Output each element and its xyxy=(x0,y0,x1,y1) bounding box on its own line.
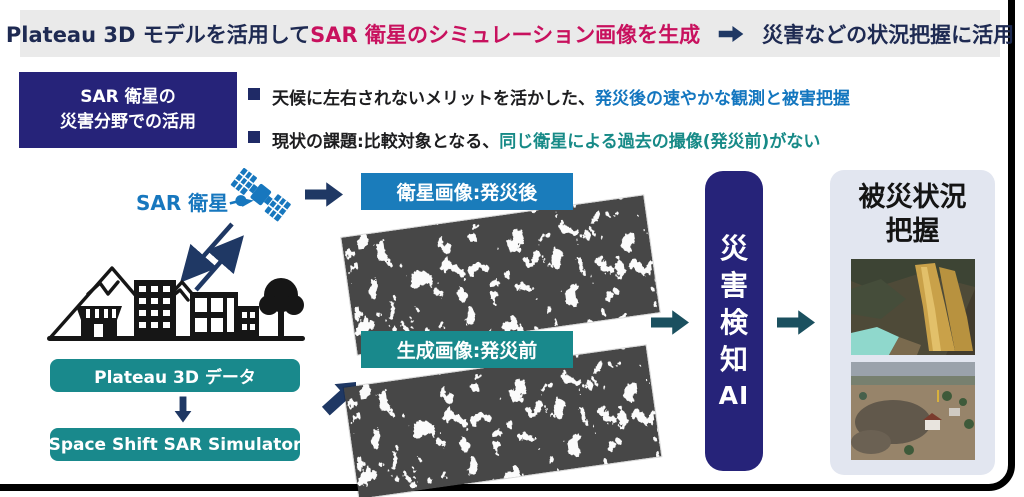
satellite-image-label: 衛星画像:発災後 xyxy=(361,173,573,210)
title-banner: Plateau 3D モデルを活用して SAR 衛星のシミュレーション画像を生成… xyxy=(6,10,1014,57)
right-arrow-icon xyxy=(305,182,343,207)
flood-photo xyxy=(851,362,975,460)
bullet-issue: 現状の課題:比較対象となる、同じ衛星による過去の撮像(発災前)がない xyxy=(248,127,820,152)
bullet-merit-text: 天候に左右されないメリットを活かした、発災後の速やかな観測と被害把握 xyxy=(272,89,850,109)
ai-char: 災 xyxy=(719,231,748,265)
bullet-issue-text: 現状の課題:比較対象となる、同じ衛星による過去の撮像(発災前)がない xyxy=(272,132,821,152)
sar-simulator-box: Space Shift SAR Simulator xyxy=(49,428,301,461)
plateau-data-box: Plateau 3D データ xyxy=(50,359,300,392)
right-arrow-icon xyxy=(651,310,689,335)
header-line1: SAR 衛星の xyxy=(80,87,176,108)
ai-char: 知 xyxy=(719,342,748,376)
banner-text-tail: 災害などの状況把握に活用 xyxy=(762,22,1015,47)
header-line2: 災害分野での活用 xyxy=(60,112,196,132)
landslide-photo xyxy=(851,259,975,355)
section-header-box: SAR 衛星の 災害分野での活用 xyxy=(19,72,237,148)
signal-arrows-icon xyxy=(180,222,244,292)
banner-text-lead: Plateau 3D モデルを活用して xyxy=(5,22,311,47)
sar-image-post-disaster xyxy=(341,195,660,355)
bullet-square-icon xyxy=(248,131,260,143)
cityscape-illustration xyxy=(47,266,305,341)
ai-char: 検 xyxy=(719,305,748,339)
panel-title: 被災状況 把握 xyxy=(858,182,967,247)
damage-assessment-panel: 被災状況 把握 xyxy=(830,170,995,475)
banner-right-arrow-icon xyxy=(718,26,744,42)
sar-image-pre-disaster xyxy=(343,345,662,497)
satellite-label: SAR 衛星 xyxy=(136,191,229,215)
bullet-merit: 天候に左右されないメリットを活かした、発災後の速やかな観測と被害把握 xyxy=(248,84,850,109)
ai-char: 害 xyxy=(719,268,748,302)
right-arrow-icon xyxy=(777,310,815,335)
disaster-detection-ai-box: 災 害 検 知 AI xyxy=(705,171,763,471)
bullet-square-icon xyxy=(248,88,260,100)
banner-text-highlight: SAR 衛星のシミュレーション画像を生成 xyxy=(310,22,701,47)
generated-image-label: 生成画像:発災前 xyxy=(361,331,573,368)
satellite-icon xyxy=(229,168,291,222)
down-arrow-icon xyxy=(170,396,196,423)
ai-char: AI xyxy=(718,380,750,410)
